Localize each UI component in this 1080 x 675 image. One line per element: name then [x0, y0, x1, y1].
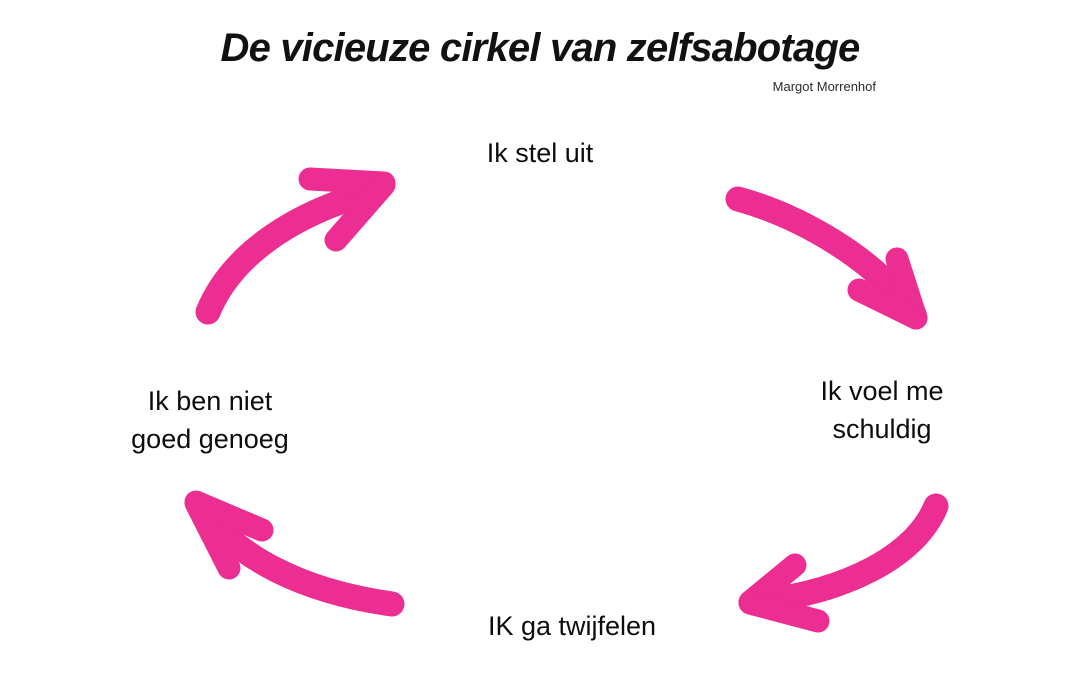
author-byline: Margot Morrenhof: [772, 79, 876, 94]
arrow-top-to-right-icon: [725, 186, 928, 330]
arrow-right-to-bottom-icon: [738, 493, 949, 633]
page-title: De vicieuze cirkel van zelfsabotage: [220, 26, 861, 70]
arrow-bottom-to-left-icon: [184, 490, 405, 617]
cycle-node-label-left: Ik ben niet goed genoeg: [131, 386, 289, 454]
arrow-left-to-top-icon: [195, 167, 396, 325]
cycle-node-label-top: Ik stel uit: [486, 138, 594, 168]
cycle-node-label-right: Ik voel me schuldig: [820, 376, 944, 444]
cycle-node-label-bottom: IK ga twijfelen: [487, 611, 657, 641]
